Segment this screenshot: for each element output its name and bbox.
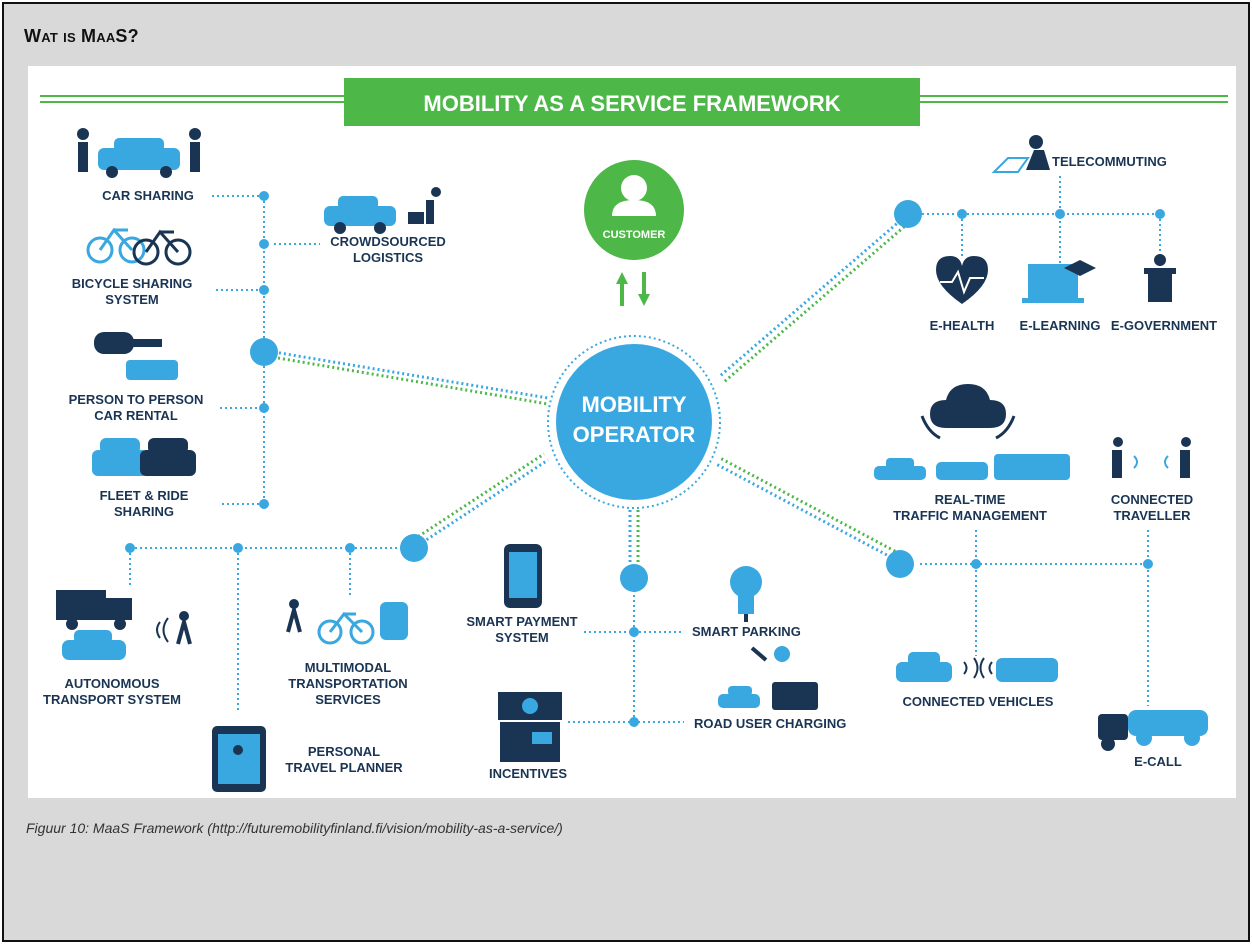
- label-sp-1: SMART PAYMENT: [466, 614, 577, 629]
- autonomous-transport-icon: [56, 590, 192, 660]
- label-mm-1: MULTIMODAL: [305, 660, 391, 675]
- connected-traveller-icon: [1112, 437, 1191, 478]
- connected-vehicles-icon: [896, 652, 1058, 682]
- label-bicycle-2: SYSTEM: [105, 292, 158, 307]
- label-rt-1: REAL-TIME: [935, 492, 1006, 507]
- label-e-government: E-GOVERNMENT: [1111, 318, 1217, 333]
- multimodal-icon: [286, 599, 408, 645]
- label-telecommuting: TELECOMMUTING: [1052, 154, 1167, 169]
- label-ptp-1: PERSONAL: [308, 744, 380, 759]
- figure-caption: Figuur 10: MaaS Framework (http://future…: [26, 820, 563, 836]
- label-ptp-2: TRAVEL PLANNER: [285, 760, 403, 775]
- label-e-call: E-CALL: [1134, 754, 1182, 769]
- label-rt-2: TRAFFIC MANAGEMENT: [893, 508, 1047, 523]
- tablet-map-icon: [212, 726, 266, 792]
- parking-meter-icon: [730, 566, 762, 622]
- radial-connectors: [273, 212, 913, 564]
- label-fleet-2: SHARING: [114, 504, 174, 519]
- label-crowdsourced-1: CROWDSOURCED: [330, 234, 446, 249]
- label-e-learning: E-LEARNING: [1020, 318, 1101, 333]
- mobility-operator-node: MOBILITY OPERATOR: [547, 335, 721, 509]
- smartphone-icon: [504, 544, 542, 608]
- label-mm-3: SERVICES: [315, 692, 381, 707]
- customer-node: CUSTOMER: [584, 160, 684, 260]
- telecommuting-icon: [991, 135, 1050, 173]
- label-p2p-2: CAR RENTAL: [94, 408, 178, 423]
- fleet-ride-sharing-icon: [92, 438, 196, 476]
- car-sharing-icon: [77, 128, 201, 178]
- bicycle-sharing-icon: [86, 227, 192, 266]
- car-keys-icon: [94, 332, 178, 380]
- maas-diagram: MOBILITY AS A SERVICE FRAMEWORK: [40, 78, 1228, 792]
- label-auto-2: TRANSPORT SYSTEM: [43, 692, 181, 707]
- label-road-user-charging: ROAD USER CHARGING: [694, 716, 846, 731]
- road-user-charging-icon: [718, 646, 818, 710]
- box-title: Wat is MaaS?: [24, 26, 139, 46]
- e-call-icon: [1098, 710, 1208, 751]
- crowdsourced-logistics-icon: [324, 187, 441, 234]
- e-learning-icon: [1022, 260, 1096, 303]
- label-car-sharing: CAR SHARING: [102, 188, 194, 203]
- rt-vehicles-icon: [874, 454, 1070, 480]
- label-ct-1: CONNECTED: [1111, 492, 1193, 507]
- label-auto-1: AUTONOMOUS: [64, 676, 159, 691]
- label-incentives: INCENTIVES: [489, 766, 567, 781]
- connector-nodes: [125, 191, 1165, 727]
- label-e-health: E-HEALTH: [930, 318, 995, 333]
- person-icon: [621, 175, 647, 201]
- operator-line1: MOBILITY: [581, 392, 686, 417]
- banner-title: MOBILITY AS A SERVICE FRAMEWORK: [423, 91, 840, 116]
- customer-label: CUSTOMER: [603, 229, 666, 241]
- operator-line2: OPERATOR: [573, 422, 696, 447]
- cloud-icon: [920, 384, 1016, 440]
- e-government-icon: [1144, 254, 1176, 302]
- label-sp-2: SYSTEM: [495, 630, 548, 645]
- incentives-icon: [498, 692, 562, 762]
- label-smart-parking: SMART PARKING: [692, 624, 801, 639]
- label-connected-vehicles: CONNECTED VEHICLES: [903, 694, 1054, 709]
- label-bicycle-1: BICYCLE SHARING: [72, 276, 193, 291]
- label-crowdsourced-2: LOGISTICS: [353, 250, 423, 265]
- maas-framework-figure: MOBILITY AS A SERVICE FRAMEWORK: [28, 66, 1236, 798]
- updown-arrows-icon: [616, 272, 650, 306]
- label-mm-2: TRANSPORTATION: [288, 676, 407, 691]
- label-fleet-1: FLEET & RIDE: [100, 488, 189, 503]
- label-p2p-1: PERSON TO PERSON: [69, 392, 204, 407]
- banner: MOBILITY AS A SERVICE FRAMEWORK: [40, 78, 1228, 126]
- label-ct-2: TRAVELLER: [1113, 508, 1191, 523]
- e-health-icon: [936, 256, 988, 304]
